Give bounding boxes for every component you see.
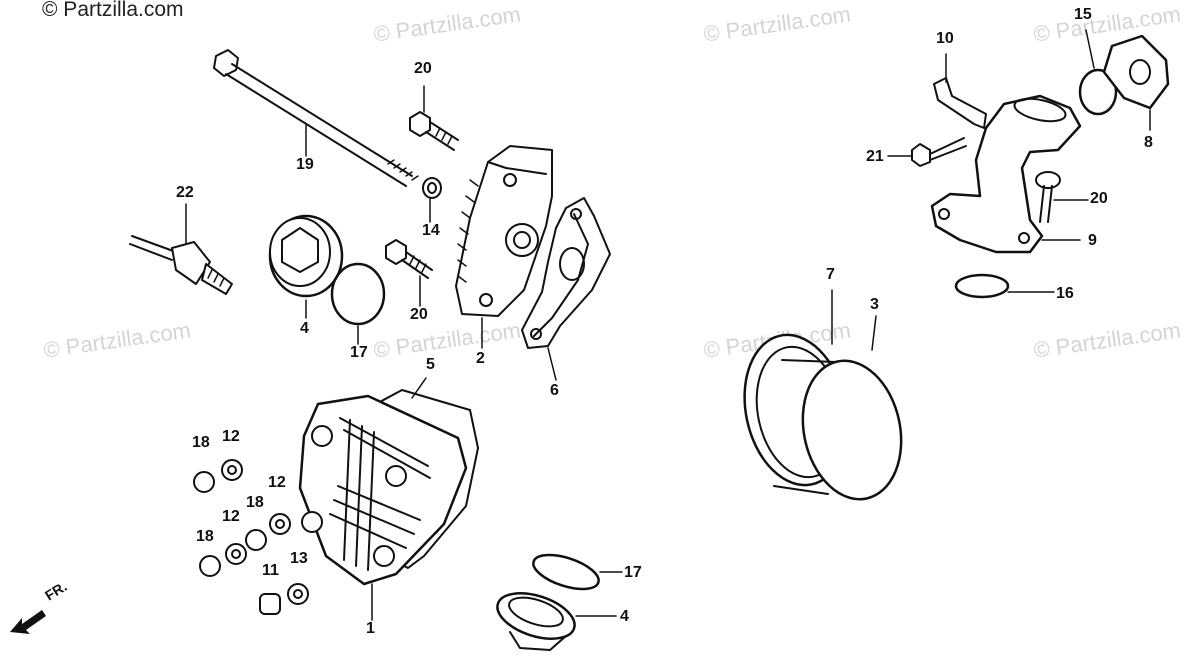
stud-bolt-part <box>213 49 419 187</box>
callout-3: 3 <box>870 296 879 313</box>
tensioner-holder-part <box>455 145 553 317</box>
nut-part <box>245 529 267 551</box>
callout-17: 17 <box>350 344 368 361</box>
bracket-part <box>933 77 987 129</box>
callout-18: 18 <box>246 494 264 511</box>
front-direction-indicator: FR. <box>6 578 84 640</box>
callout-13: 13 <box>290 550 308 567</box>
watermark-main: © Partzilla.com <box>42 0 184 21</box>
callout-12: 12 <box>222 428 240 445</box>
callout-6: 6 <box>550 382 559 399</box>
flange-bolt-part <box>911 137 967 167</box>
callout-19: 19 <box>296 156 314 173</box>
callout-2: 2 <box>476 350 485 367</box>
callout-4: 4 <box>300 320 309 337</box>
callout-7: 7 <box>826 266 835 283</box>
cap-part-top <box>268 214 344 298</box>
washer-part <box>221 459 243 481</box>
cover-gasket-part <box>375 389 479 569</box>
intake-pipe-part <box>930 94 1082 254</box>
callout-4: 4 <box>620 608 629 625</box>
callout-5: 5 <box>426 356 435 373</box>
callout-1: 1 <box>366 620 375 637</box>
callout-11: 11 <box>262 562 279 579</box>
o-ring-part <box>330 262 386 326</box>
callout-8: 8 <box>1144 134 1153 151</box>
o-ring-part <box>954 273 1010 299</box>
cap-part-bottom <box>496 592 576 651</box>
spark-plug-part <box>129 235 233 295</box>
air-cover-part <box>801 359 903 501</box>
callout-22: 22 <box>176 184 194 201</box>
flange-bolt-part <box>409 111 459 151</box>
nut-part <box>199 555 221 577</box>
callout-16: 16 <box>1056 285 1074 302</box>
nut-part <box>193 471 215 493</box>
callout-9: 9 <box>1088 232 1097 249</box>
flange-bolt-part <box>1035 171 1061 223</box>
o-ring-part <box>532 553 600 591</box>
washer-part <box>422 177 442 199</box>
callout-14: 14 <box>422 222 440 239</box>
head-cover-part <box>298 394 468 586</box>
callout-20: 20 <box>1090 190 1108 207</box>
front-arrow-icon <box>10 610 46 634</box>
washer-part <box>287 583 309 605</box>
callout-17: 17 <box>624 564 642 581</box>
callout-20: 20 <box>410 306 428 323</box>
callout-15: 15 <box>1074 6 1092 23</box>
washer-part <box>269 513 291 535</box>
collar-part <box>259 593 281 615</box>
callout-20: 20 <box>414 60 432 77</box>
o-ring-part <box>1078 68 1118 116</box>
gasket-part <box>521 197 611 349</box>
callout-21: 21 <box>866 148 884 165</box>
washer-part <box>225 543 247 565</box>
callout-12: 12 <box>222 508 240 525</box>
callout-12: 12 <box>268 474 286 491</box>
flange-bolt-part <box>385 239 433 279</box>
leader-lines <box>185 29 1151 621</box>
callout-18: 18 <box>192 434 210 451</box>
insulator-part <box>1102 34 1170 110</box>
callout-18: 18 <box>196 528 214 545</box>
callout-10: 10 <box>936 30 954 47</box>
